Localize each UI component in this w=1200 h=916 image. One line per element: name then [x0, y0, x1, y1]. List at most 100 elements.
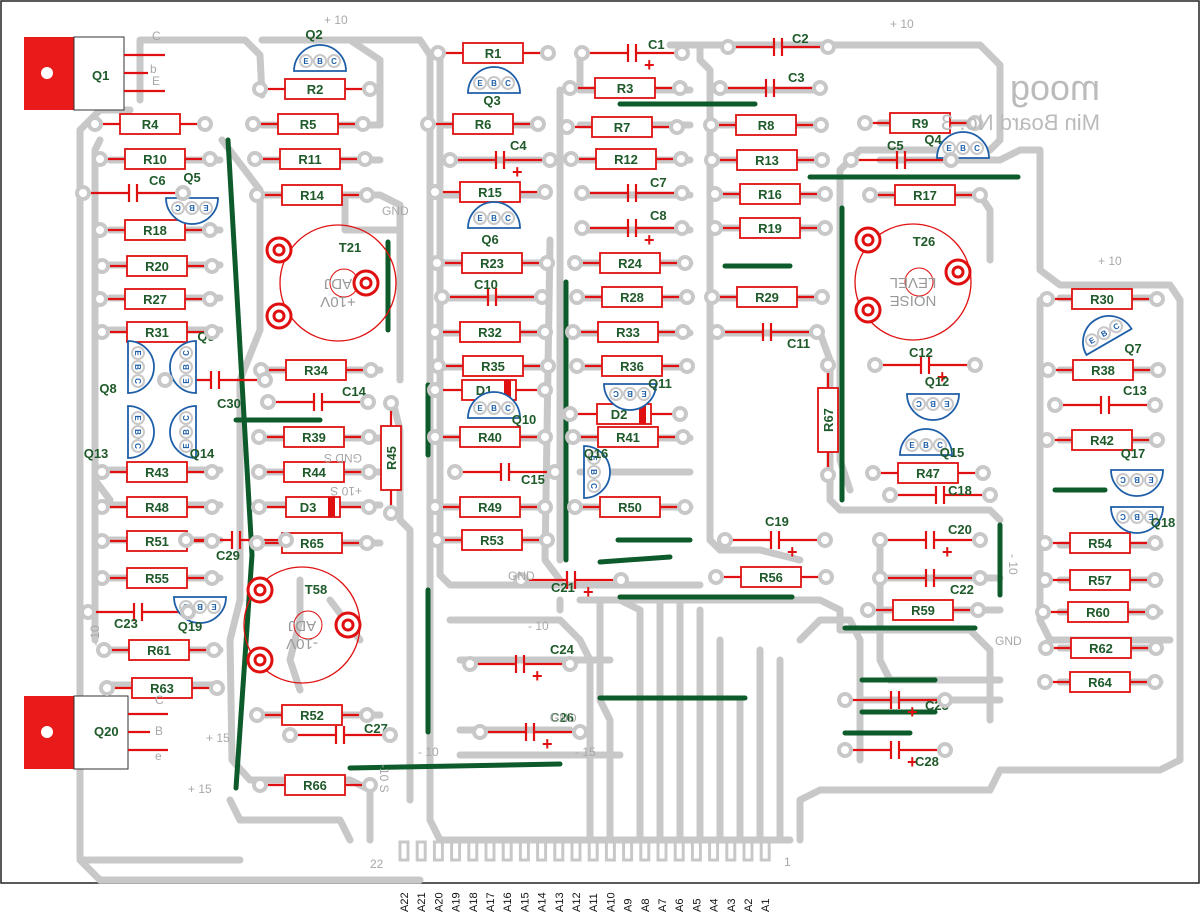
- resistor-r2: R2: [265, 78, 365, 100]
- diode-label: D2: [611, 407, 628, 422]
- solder-pad: [865, 465, 881, 481]
- silk-pin22: 22: [370, 857, 384, 871]
- solder-pad: [157, 372, 173, 388]
- capacitor-label: C29: [216, 548, 240, 563]
- resistor-r64: R64: [1050, 671, 1150, 693]
- resistor-label: R11: [298, 152, 321, 167]
- edge-label-a4: A4: [709, 899, 721, 912]
- edge-label-a3: A3: [726, 899, 738, 912]
- solder-pad: [420, 116, 436, 132]
- resistor-label: R3: [617, 81, 634, 96]
- solder-pad: [204, 324, 220, 340]
- pin-letter: C: [182, 350, 191, 356]
- resistor-label: R27: [143, 292, 167, 307]
- solder-pad: [383, 505, 399, 521]
- capacitor-c2: C2: [733, 31, 823, 56]
- solder-pad: [92, 291, 108, 307]
- silk-gnd-3: GND: [995, 634, 1022, 648]
- resistor-label: R16: [758, 187, 782, 202]
- resistor-r18: R18: [105, 219, 205, 241]
- solder-pad: [712, 80, 728, 96]
- q1-label: Q1: [92, 68, 109, 83]
- solder-pad: [1037, 572, 1053, 588]
- solder-pad: [204, 570, 220, 586]
- trimmer-caption: ADJ: [324, 275, 352, 292]
- edge-label-a9: A9: [623, 899, 635, 912]
- solder-pad: [943, 152, 959, 168]
- pin-letter: B: [491, 404, 497, 413]
- solder-pad: [362, 81, 378, 97]
- resistor-label: R66: [303, 778, 327, 793]
- regulator-pin-letter: b: [150, 62, 157, 76]
- solder-pad: [975, 465, 991, 481]
- solder-pad: [197, 116, 213, 132]
- solder-pad: [809, 324, 825, 340]
- resistor-label: R28: [620, 290, 644, 305]
- resistor-label: R52: [300, 708, 324, 723]
- solder-pad: [613, 572, 629, 588]
- resistor-r19: R19: [720, 217, 820, 239]
- capacitor-c11: C11: [722, 323, 812, 351]
- solder-pad: [80, 604, 96, 620]
- capacitor-label: C13: [1123, 383, 1147, 398]
- edge-finger: [484, 840, 496, 862]
- edge-finger: [656, 840, 668, 862]
- solder-pad: [427, 184, 443, 200]
- solder-pad: [360, 394, 376, 410]
- polarity-mark: +: [644, 230, 655, 250]
- solder-pad: [359, 187, 375, 203]
- solder-pad: [674, 220, 690, 236]
- solder-pad: [537, 499, 553, 515]
- regulator-pin-letter: e: [155, 749, 162, 763]
- solder-pad: [677, 499, 693, 515]
- resistor-r60: R60: [1048, 601, 1148, 623]
- capacitor-c22: C22: [885, 569, 975, 597]
- resistor-r3: R3: [575, 77, 675, 99]
- solder-pad: [94, 570, 110, 586]
- resistor-r35: R35: [443, 355, 543, 377]
- solder-pad: [94, 258, 110, 274]
- pin-letter: B: [133, 364, 142, 370]
- resistor-label: R50: [618, 500, 642, 515]
- solder-pad: [675, 429, 691, 445]
- solder-pad: [972, 532, 988, 548]
- resistor-r44: R44: [264, 461, 364, 483]
- pin-letter: C: [133, 378, 142, 384]
- trimmer-caption: NOISE: [890, 292, 937, 309]
- solder-pad: [860, 602, 876, 618]
- resistor-r36: R36: [582, 355, 682, 377]
- solder-pad: [282, 727, 298, 743]
- solder-pad: [1145, 604, 1161, 620]
- capacitor-c15: C15: [460, 463, 550, 487]
- resistor-label: R54: [1088, 536, 1113, 551]
- silk-minus15-a: - 15: [575, 745, 596, 759]
- resistor-label: R57: [1088, 573, 1112, 588]
- resistor-label: R5: [300, 117, 317, 132]
- capacitor-c7: C7: [587, 175, 677, 202]
- silk-plus10s: +10 S: [330, 484, 362, 498]
- resistor-label: R4: [142, 117, 159, 132]
- solder-pad: [251, 429, 267, 445]
- solder-pad: [703, 117, 719, 133]
- solder-pad: [675, 324, 691, 340]
- solder-pad: [1149, 432, 1165, 448]
- transistor-label: Q13: [84, 446, 109, 461]
- solder-pad: [355, 116, 371, 132]
- t21-label: T21: [339, 240, 361, 255]
- solder-pad: [717, 532, 733, 548]
- solder-pad: [209, 680, 225, 696]
- pin-letter: C: [331, 57, 337, 66]
- solder-pad: [937, 742, 953, 758]
- solder-pad: [92, 222, 108, 238]
- solder-pad: [1037, 535, 1053, 551]
- solder-pad: [837, 742, 853, 758]
- pin-letter: E: [641, 389, 647, 398]
